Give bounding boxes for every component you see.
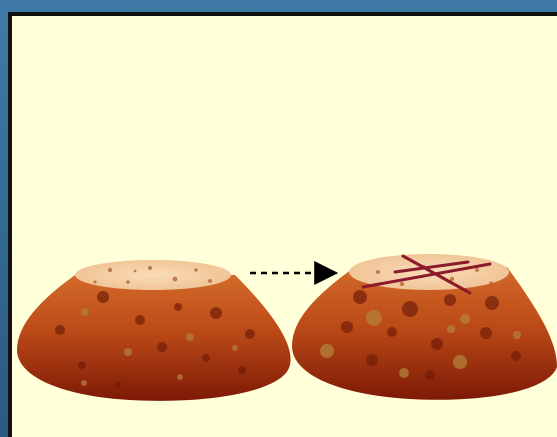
cracked-soil-mound-icon xyxy=(292,254,557,400)
mound-top-surface xyxy=(75,260,231,290)
soil-mound-before-icon xyxy=(17,260,291,401)
